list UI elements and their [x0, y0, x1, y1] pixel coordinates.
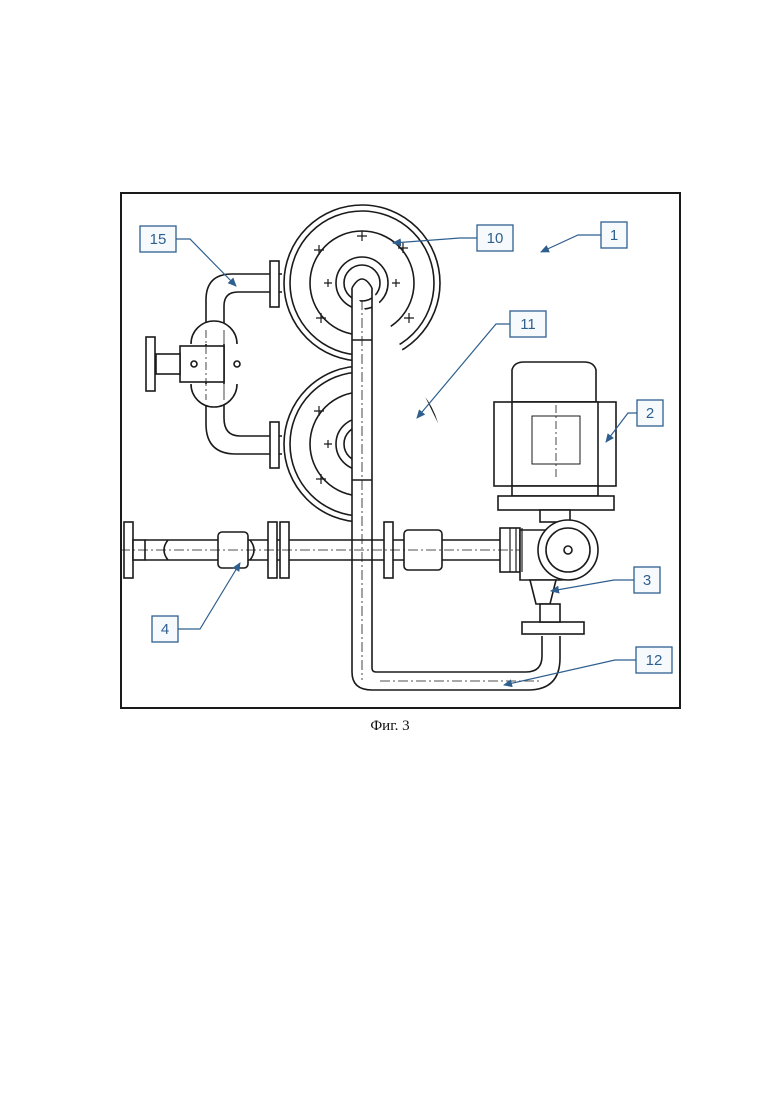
bypass-loop-pipe [146, 261, 282, 468]
callout-15-label: 15 [150, 231, 167, 248]
callout-4-label: 4 [161, 621, 169, 638]
callout-10: 10 [393, 225, 513, 251]
callout-3-label: 3 [643, 572, 651, 589]
callout-12-label: 12 [646, 652, 663, 669]
callout-10-label: 10 [487, 230, 504, 247]
figure-caption: Фиг. 3 [0, 718, 780, 735]
callout-11-label: 11 [520, 316, 536, 333]
callout-2-label: 2 [646, 405, 654, 422]
callout-1: 1 [541, 222, 627, 252]
callout-1-label: 1 [610, 227, 618, 244]
mechanism [120, 205, 616, 690]
callout-4: 4 [152, 563, 240, 642]
motor [494, 362, 616, 510]
